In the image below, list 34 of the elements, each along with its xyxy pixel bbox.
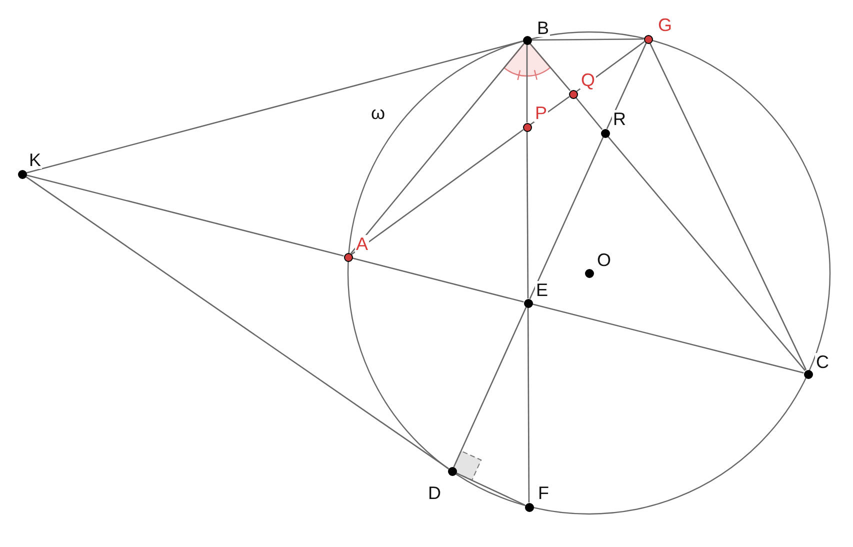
line-segment <box>532 38 644 41</box>
line-segment <box>607 136 806 371</box>
point-label: O <box>596 251 612 269</box>
circle-label: ω <box>371 104 386 122</box>
point-label: K <box>28 151 42 169</box>
line-segment <box>527 308 530 502</box>
line-segment <box>649 42 807 370</box>
point-label: F <box>537 484 550 502</box>
line-segment <box>26 174 344 257</box>
line-segment <box>526 132 529 298</box>
line-segment <box>526 44 528 122</box>
line-segment <box>532 303 804 374</box>
point-label: C <box>815 353 830 371</box>
line-segment <box>25 176 449 469</box>
line-segment <box>529 136 604 300</box>
line-segment <box>606 42 647 130</box>
point-label: B <box>536 19 550 37</box>
point-label: Q <box>580 71 596 89</box>
line-segment <box>530 96 570 125</box>
line-segment <box>26 40 523 174</box>
line-segment <box>453 306 527 468</box>
line-segment <box>351 129 524 255</box>
point-label: E <box>535 281 550 299</box>
line-segment <box>352 257 524 303</box>
line-segment <box>576 41 645 92</box>
line-segment <box>529 43 571 91</box>
point-label: P <box>534 104 548 122</box>
line-segment <box>456 472 526 506</box>
line-segment <box>350 43 525 254</box>
point-label: G <box>657 16 674 34</box>
line-segment <box>575 97 603 130</box>
point-label: R <box>612 110 627 128</box>
point-label: A <box>355 235 370 253</box>
point-label: D <box>427 484 442 502</box>
